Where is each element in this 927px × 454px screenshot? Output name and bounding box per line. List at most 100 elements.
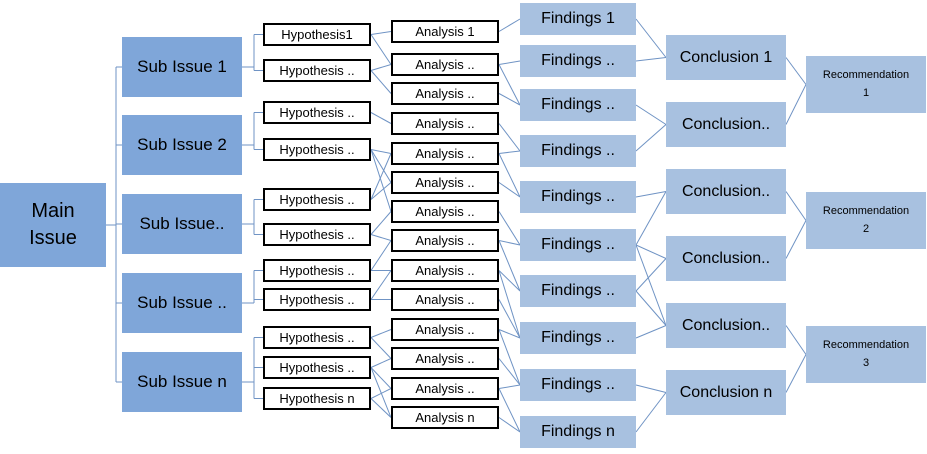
connector-line	[498, 384, 521, 389]
hypothesis-box: Hypothesis ..	[263, 59, 371, 82]
hypothesis-box: Hypothesis ..	[263, 223, 371, 246]
findings-box: Findings 1	[520, 3, 636, 35]
sub-issue-box: Sub Issue n	[122, 352, 242, 412]
analysis-box: Analysis ..	[391, 229, 499, 252]
connector-line	[498, 270, 521, 339]
connector-line	[498, 358, 521, 386]
connector-line	[635, 57, 667, 62]
findings-box: Findings ..	[520, 181, 636, 213]
hypothesis-box: Hypothesis ..	[263, 288, 371, 311]
recommendation-box: Recommendation 1	[806, 56, 926, 113]
connector-line	[498, 417, 521, 433]
findings-box: Findings ..	[520, 135, 636, 167]
connector-line	[370, 240, 392, 271]
connector-line	[635, 392, 667, 433]
connector-line	[370, 149, 392, 183]
hypothesis-box: Hypothesis ..	[263, 101, 371, 124]
connector-line	[635, 124, 667, 152]
connector-line	[370, 153, 392, 200]
hypothesis-box: Hypothesis ..	[263, 326, 371, 349]
conclusion-box: Conclusion..	[666, 169, 786, 214]
conclusion-box: Conclusion 1	[666, 35, 786, 80]
analysis-box: Analysis ..	[391, 318, 499, 341]
connector-line	[498, 93, 521, 106]
connector-line	[498, 150, 521, 154]
connector-line	[370, 329, 392, 338]
connector-line	[370, 211, 392, 235]
findings-box: Findings ..	[520, 322, 636, 354]
analysis-box: Analysis ..	[391, 171, 499, 194]
main-issue-box: Main Issue	[0, 183, 106, 267]
connector-line	[498, 64, 521, 106]
connector-line	[370, 112, 392, 124]
hypothesis-box: Hypothesis ..	[263, 259, 371, 282]
connector-line	[370, 70, 392, 94]
connector-line	[498, 123, 521, 152]
connector-line	[635, 258, 667, 292]
connector-line	[635, 244, 667, 326]
connector-line	[635, 104, 667, 125]
connector-line	[785, 57, 807, 85]
connector-line	[370, 367, 392, 418]
conclusion-box: Conclusion..	[666, 102, 786, 147]
sub-issue-box: Sub Issue..	[122, 194, 242, 254]
connector-line	[785, 220, 807, 259]
connector-line	[498, 388, 521, 433]
hypothesis-box: Hypothesis1	[263, 23, 371, 46]
connector-line	[370, 337, 392, 359]
analysis-box: Analysis ..	[391, 53, 499, 76]
conclusion-box: Conclusion..	[666, 236, 786, 281]
analysis-box: Analysis ..	[391, 377, 499, 400]
connector-line	[498, 329, 521, 386]
hypothesis-box: Hypothesis ..	[263, 138, 371, 161]
connector-line	[635, 290, 667, 326]
connector-line	[498, 240, 521, 246]
connector-line	[370, 234, 392, 241]
analysis-box: Analysis ..	[391, 112, 499, 135]
sub-issue-box: Sub Issue 1	[122, 37, 242, 97]
sub-issue-box: Sub Issue ..	[122, 273, 242, 333]
connector-line	[785, 84, 807, 125]
analysis-box: Analysis ..	[391, 288, 499, 311]
connector-line	[635, 191, 667, 246]
connector-line	[498, 182, 521, 198]
connector-line	[370, 149, 392, 154]
findings-box: Findings ..	[520, 45, 636, 77]
analysis-box: Analysis ..	[391, 347, 499, 370]
analysis-box: Analysis ..	[391, 259, 499, 282]
recommendation-box: Recommendation 2	[806, 192, 926, 249]
connector-line	[370, 388, 392, 399]
analysis-box: Analysis ..	[391, 82, 499, 105]
connector-line	[498, 153, 521, 198]
connector-line	[785, 354, 807, 393]
findings-box: Findings ..	[520, 275, 636, 307]
findings-box: Findings ..	[520, 89, 636, 121]
connector-line	[498, 211, 521, 246]
analysis-box: Analysis ..	[391, 142, 499, 165]
connector-line	[370, 34, 392, 65]
connector-line	[785, 325, 807, 355]
connector-line	[635, 244, 667, 259]
connector-line	[635, 191, 667, 198]
recommendation-box: Recommendation 3	[806, 326, 926, 383]
findings-box: Findings n	[520, 416, 636, 448]
hypothesis-box: Hypothesis ..	[263, 188, 371, 211]
conclusion-box: Conclusion..	[666, 303, 786, 348]
analysis-box: Analysis ..	[391, 200, 499, 223]
connector-line	[370, 31, 392, 35]
connector-line	[498, 18, 521, 32]
connector-line	[635, 325, 667, 339]
connector-line	[635, 18, 667, 58]
connector-line	[370, 398, 392, 418]
connector-line	[635, 384, 667, 393]
connector-line	[498, 60, 521, 65]
connector-line	[370, 270, 392, 300]
connector-line	[498, 270, 521, 292]
findings-box: Findings ..	[520, 229, 636, 261]
hypothesis-box: Hypothesis n	[263, 387, 371, 410]
connector-line	[370, 367, 392, 389]
analysis-box: Analysis n	[391, 406, 499, 429]
conclusion-box: Conclusion n	[666, 370, 786, 415]
